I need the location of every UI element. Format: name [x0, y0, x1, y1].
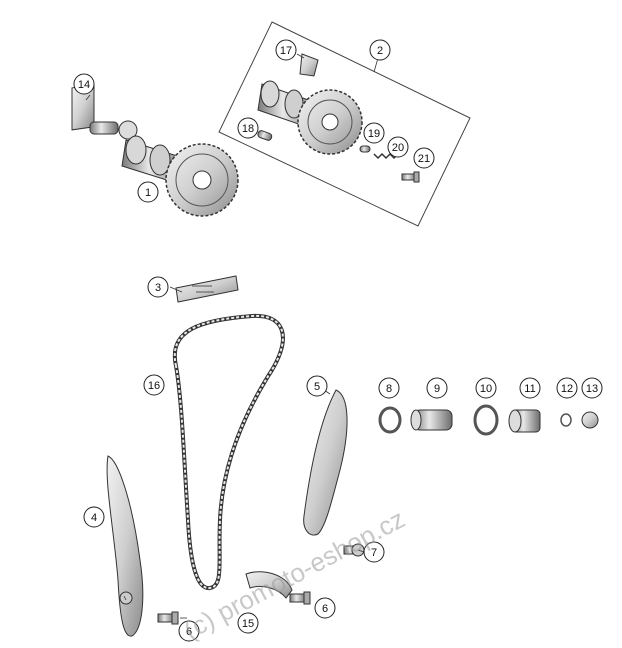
callout-8: 8 [378, 377, 400, 399]
callout-18-label: 18 [242, 123, 254, 135]
callout-4: 4 [83, 506, 105, 528]
callout-12: 12 [556, 377, 578, 399]
callout-6a: 6 [178, 620, 200, 642]
part-1-camshaft [121, 135, 239, 217]
callout-20-label: 20 [392, 142, 404, 154]
part-9-tensioner-plunger [410, 409, 453, 431]
part-3-plate [175, 275, 239, 303]
callout-12-label: 12 [561, 383, 573, 395]
part-5-tensioner-rail [303, 389, 348, 536]
callout-9-label: 9 [434, 383, 440, 395]
part-20-spring [373, 152, 399, 160]
callout-10: 10 [475, 377, 497, 399]
callout-5: 5 [306, 375, 328, 397]
callout-3: 3 [147, 276, 169, 298]
callout-10-label: 10 [480, 383, 492, 395]
camshaft-assembly-box [218, 21, 471, 227]
callout-13: 13 [581, 377, 603, 399]
callout-6b: 6 [314, 597, 336, 619]
callout-1-label: 1 [145, 187, 151, 199]
part-16-timing-chain [172, 313, 285, 590]
callout-11: 11 [519, 377, 541, 399]
callout-1: 1 [137, 181, 159, 203]
part-17-clip [299, 53, 319, 77]
part-10-seal-ring [473, 404, 499, 436]
callout-9: 9 [426, 377, 448, 399]
callout-7-label: 7 [371, 547, 377, 559]
callout-17-label: 17 [280, 45, 292, 57]
callout-19-label: 19 [368, 128, 380, 140]
callout-13-label: 13 [586, 383, 598, 395]
callout-5-label: 5 [314, 381, 320, 393]
callout-19: 19 [363, 122, 385, 144]
callout-6a-label: 6 [186, 626, 192, 638]
callout-8-label: 8 [386, 383, 392, 395]
callout-20: 20 [387, 136, 409, 158]
callout-7: 7 [363, 541, 385, 563]
callout-17: 17 [275, 39, 297, 61]
watermark-text: (c) promoto-eshop.cz [179, 503, 410, 645]
part-8-seal-ring [378, 406, 402, 434]
callout-16-label: 16 [148, 380, 160, 392]
part-14-bracket [71, 84, 138, 140]
part-18-pin [257, 130, 273, 141]
callout-15-label: 15 [242, 618, 254, 630]
callout-21-label: 21 [418, 153, 430, 165]
callout-11-label: 11 [524, 383, 535, 395]
callout-16: 16 [143, 374, 165, 396]
callout-2-label: 2 [377, 45, 383, 57]
part-15-guide [245, 571, 293, 599]
part-12-ring [560, 413, 572, 427]
part-4-guide-rail [106, 455, 144, 637]
part-11-screw-plug [508, 409, 541, 433]
callout-21: 21 [413, 147, 435, 169]
part-21-screw [401, 171, 420, 183]
part-2-camshaft-complete [257, 80, 363, 155]
part-19-ball [359, 145, 371, 153]
callout-14-label: 14 [78, 79, 90, 91]
callout-14: 14 [73, 73, 95, 95]
part-6-screw-b [289, 591, 311, 605]
callout-18: 18 [237, 117, 259, 139]
part-13-cap [581, 411, 599, 429]
callout-2: 2 [369, 39, 391, 61]
callout-3-label: 3 [155, 282, 161, 294]
part-6-screw-a [157, 611, 179, 625]
callout-4-label: 4 [91, 512, 97, 524]
callout-15: 15 [237, 612, 259, 634]
callout-6b-label: 6 [322, 603, 328, 615]
